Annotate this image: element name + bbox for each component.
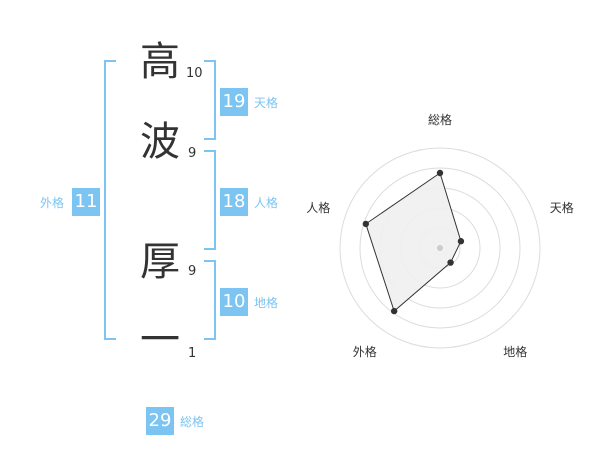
radar-ring-4 bbox=[359, 167, 521, 329]
radar-ring-5 bbox=[339, 147, 541, 349]
stroke-count-4: 1 bbox=[188, 346, 197, 361]
gaikaku-bracket bbox=[104, 60, 116, 340]
radar-center-dot bbox=[437, 245, 443, 251]
name-char-2: 波 bbox=[140, 119, 180, 165]
radar-point-4 bbox=[390, 307, 398, 315]
radar-point-5 bbox=[362, 220, 370, 228]
name-char-1: 高 bbox=[140, 39, 180, 85]
name-char-3: 厚 bbox=[140, 239, 180, 285]
radar-axis-label-3: 地格 bbox=[503, 344, 528, 359]
stroke-count-2: 9 bbox=[188, 146, 197, 161]
soukaku-value: 29 bbox=[146, 407, 174, 435]
soukaku-label: 総格 bbox=[180, 415, 205, 429]
gaikaku-value: 11 bbox=[72, 188, 100, 216]
stroke-count-3: 9 bbox=[188, 264, 197, 279]
name-char-4: 一 bbox=[140, 317, 180, 363]
stroke-count-1: 10 bbox=[186, 66, 203, 81]
chikaku-bracket bbox=[204, 260, 216, 340]
radar-point-3 bbox=[447, 259, 454, 266]
radar-polygon bbox=[365, 172, 462, 312]
radar-axis-label-1: 総格 bbox=[428, 113, 453, 127]
radar-axis-label-2: 天格 bbox=[549, 201, 574, 216]
radar-axis-label-5: 人格 bbox=[306, 201, 331, 216]
tenkaku-value: 19 bbox=[220, 88, 248, 116]
jinkaku-bracket bbox=[204, 150, 216, 250]
radar-axis-label-4: 外格 bbox=[352, 344, 377, 359]
gaikaku-label: 外格 bbox=[40, 196, 65, 210]
jinkaku-value: 18 bbox=[220, 188, 248, 216]
jinkaku-label: 人格 bbox=[254, 196, 279, 210]
chikaku-label: 地格 bbox=[254, 296, 279, 310]
tenkaku-bracket bbox=[204, 60, 216, 140]
tenkaku-label: 天格 bbox=[254, 96, 279, 110]
radar-point-1 bbox=[436, 169, 444, 177]
chikaku-value: 10 bbox=[220, 288, 248, 316]
radar-point-2 bbox=[457, 238, 465, 245]
